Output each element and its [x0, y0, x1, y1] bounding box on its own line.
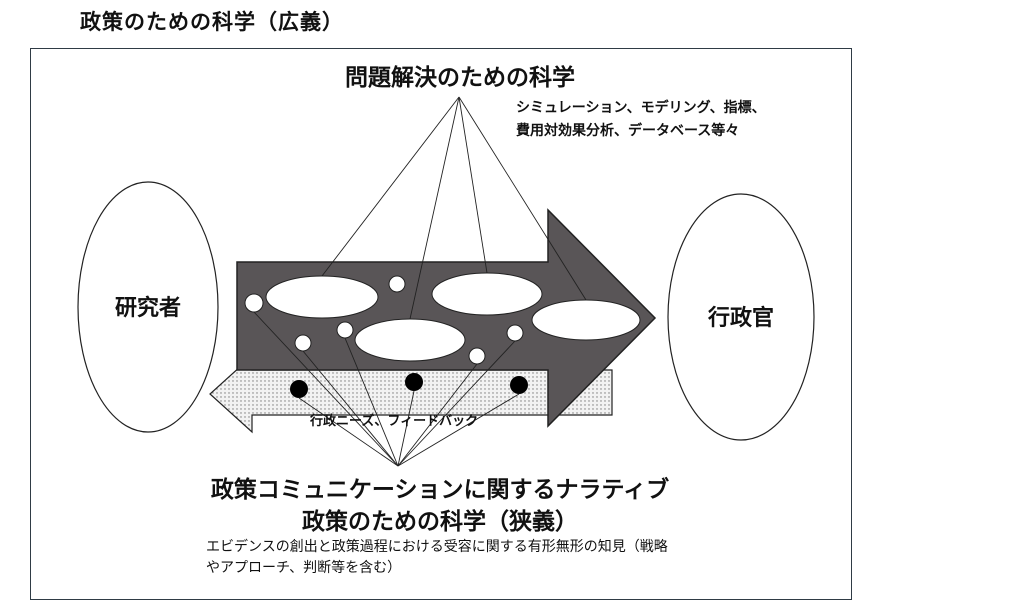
administrator-ellipse	[667, 193, 815, 441]
administrator-label: 行政官	[707, 306, 774, 331]
bottom-heading-narrow-science: 政策のための科学（狭義）	[302, 509, 578, 535]
white-dot-3	[336, 321, 354, 339]
top-note: シミュレーション、モデリング、指標、費用対効果分析、データベース等々	[516, 100, 766, 139]
white-dot-6	[468, 347, 486, 365]
oval-2	[431, 272, 543, 316]
researcher-label: 研究者	[114, 296, 181, 321]
black-dot-1	[290, 380, 308, 398]
white-dot-5	[506, 324, 524, 342]
oval-1	[265, 275, 379, 319]
oval-3	[354, 318, 466, 362]
top-connector-lines	[321, 96, 587, 320]
page-title: 政策のための科学（広義）	[80, 10, 344, 34]
oval-4	[531, 299, 641, 341]
white-dot-4	[294, 334, 312, 352]
top-heading: 問題解決のための科学	[345, 65, 575, 91]
bottom-connector-lines	[253, 311, 520, 467]
forward-arrow	[236, 208, 657, 428]
white-dot-2	[388, 275, 406, 293]
bottom-heading-narrative: 政策コミュニケーションに関するナラティブ	[210, 477, 670, 503]
feedback-label: 行政ニーズ、フィードバック	[310, 414, 479, 429]
diagram-frame	[30, 48, 852, 600]
black-dot-3	[510, 376, 528, 394]
bottom-note: エビデンスの創出と政策過程における受容に関する有形無形の知見（戦略やアプローチ、…	[206, 539, 668, 576]
black-dot-2	[405, 373, 423, 391]
white-dot-1	[244, 293, 264, 313]
researcher-ellipse	[77, 181, 219, 433]
